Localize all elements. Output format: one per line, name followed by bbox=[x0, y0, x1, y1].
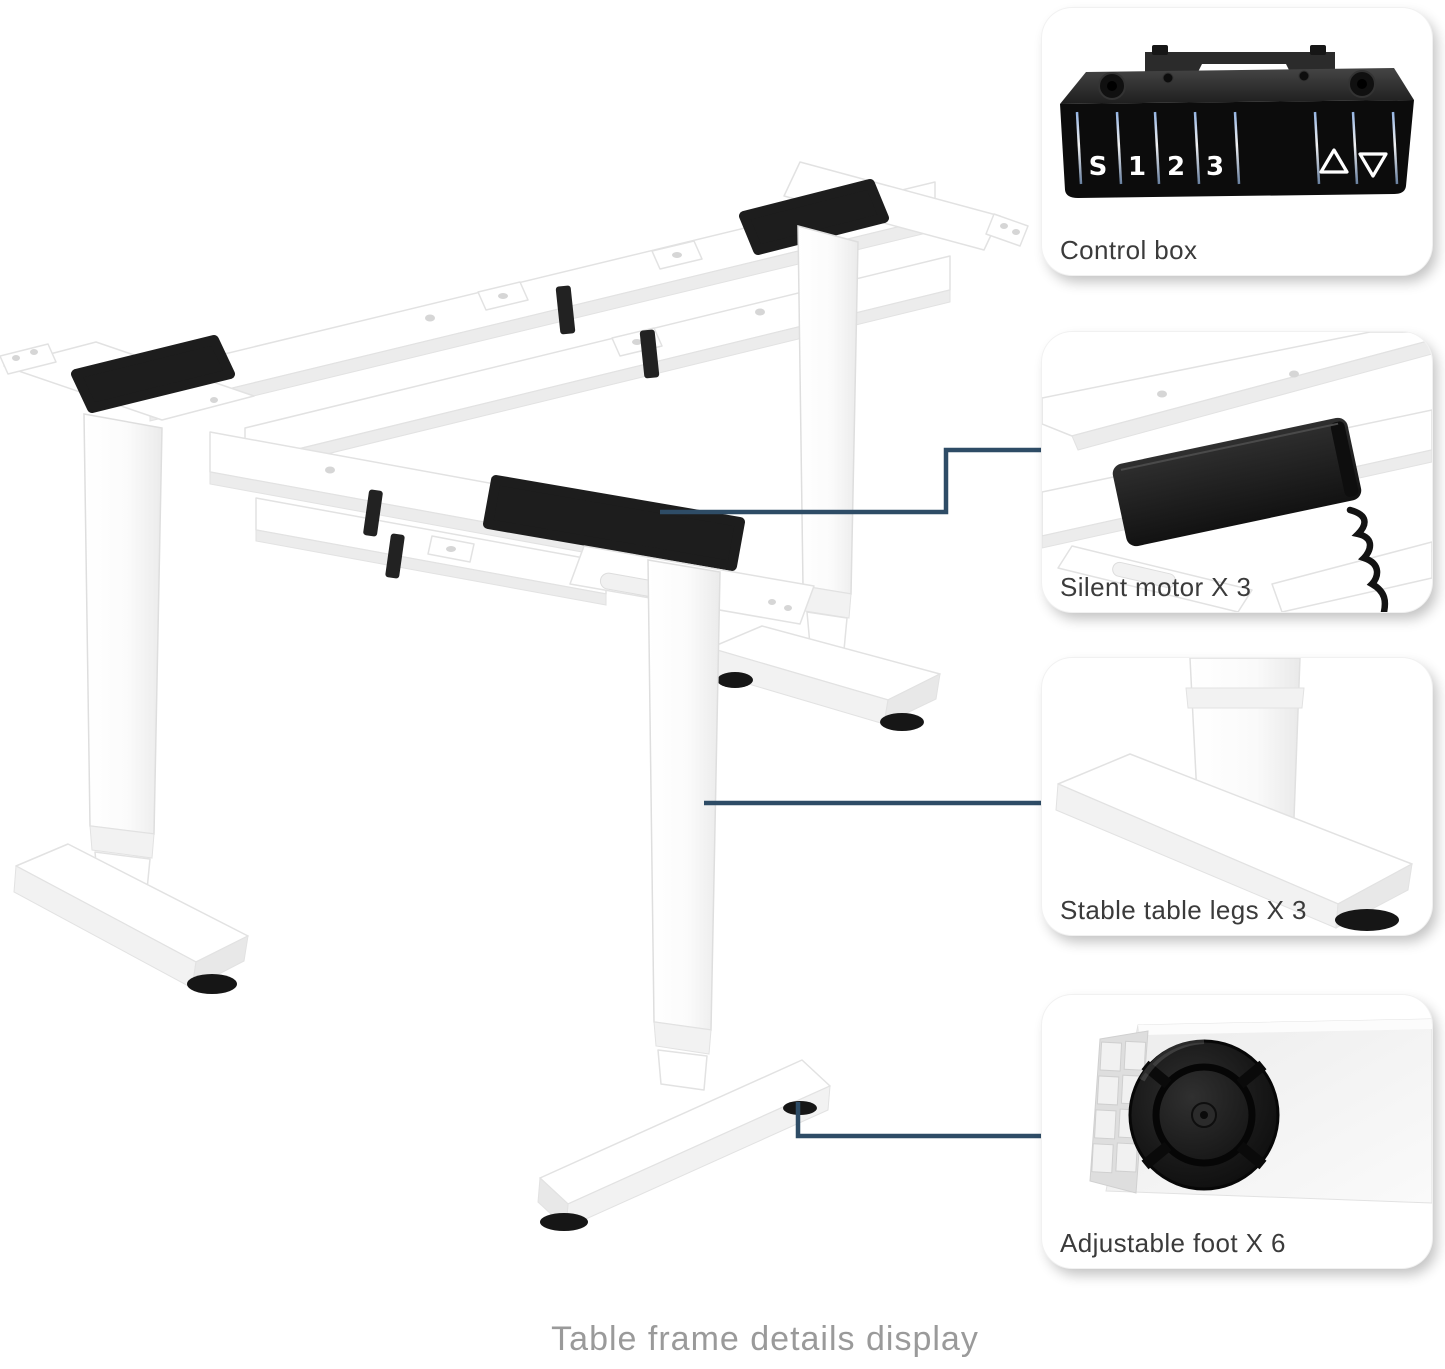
control-box-top bbox=[1060, 68, 1414, 104]
control-box-photo: S 1 2 3 bbox=[1060, 45, 1414, 198]
center-front-leg bbox=[483, 475, 831, 1231]
foot-pad bbox=[717, 672, 753, 688]
motor-box bbox=[739, 179, 889, 255]
memory-button-3: 3 bbox=[1206, 152, 1224, 182]
mounting-plate bbox=[1145, 52, 1335, 76]
top-bracket bbox=[783, 161, 1001, 251]
leg-column bbox=[797, 225, 859, 595]
foot-spokes bbox=[1141, 1060, 1267, 1170]
callout-label-control-box: Control box bbox=[1060, 235, 1198, 266]
button-dividers bbox=[1075, 111, 1399, 185]
callout-card-stable-legs: Stable table legs X 3 bbox=[1042, 658, 1432, 935]
leg-column bbox=[83, 413, 163, 835]
connector-adjustable-foot bbox=[795, 1102, 1044, 1139]
motor-box bbox=[1112, 417, 1362, 547]
adjustable-foot-photo bbox=[1089, 1018, 1432, 1204]
beam-clip bbox=[385, 533, 405, 579]
beam-clip bbox=[363, 489, 383, 537]
triangle-down-icon bbox=[1358, 152, 1388, 178]
silent-motor-photo bbox=[1042, 332, 1432, 612]
bracket-tab bbox=[985, 213, 1029, 247]
foot-pad bbox=[187, 974, 237, 994]
power-cable bbox=[1346, 506, 1389, 612]
foot-pad bbox=[880, 713, 924, 731]
back-beam bbox=[149, 181, 951, 475]
memory-button-s: S bbox=[1089, 152, 1108, 182]
callout-label-silent-motor: Silent motor X 3 bbox=[1060, 572, 1252, 603]
callout-card-adjustable-foot: Adjustable foot X 6 bbox=[1042, 995, 1432, 1268]
motor-box bbox=[71, 335, 235, 413]
callout-label-stable-legs: Stable table legs X 3 bbox=[1060, 895, 1307, 926]
triangle-up-icon bbox=[1319, 148, 1349, 174]
memory-button-1: 1 bbox=[1128, 152, 1146, 182]
beam-clip bbox=[639, 329, 660, 379]
memory-button-2: 2 bbox=[1167, 152, 1185, 182]
callout-card-control-box: S 1 2 3 Control box bbox=[1042, 8, 1432, 275]
beam-clip bbox=[555, 285, 576, 335]
callout-label-adjustable-foot: Adjustable foot X 6 bbox=[1060, 1228, 1286, 1259]
foot-pad bbox=[1335, 909, 1399, 931]
bracket-tab bbox=[0, 343, 57, 375]
motor-box bbox=[483, 475, 745, 571]
callout-connectors bbox=[660, 447, 1044, 1139]
connector-silent-motor bbox=[660, 447, 1044, 515]
back-right-leg bbox=[707, 161, 1029, 731]
left-corner-leg bbox=[0, 335, 255, 994]
callout-card-silent-motor: Silent motor X 3 bbox=[1042, 332, 1432, 612]
bracket-slot bbox=[1112, 561, 1176, 589]
image-caption: Table frame details display bbox=[551, 1320, 979, 1358]
table-leg-photo bbox=[1055, 658, 1413, 931]
foot-pad bbox=[540, 1213, 588, 1231]
leg-column bbox=[647, 559, 721, 1031]
